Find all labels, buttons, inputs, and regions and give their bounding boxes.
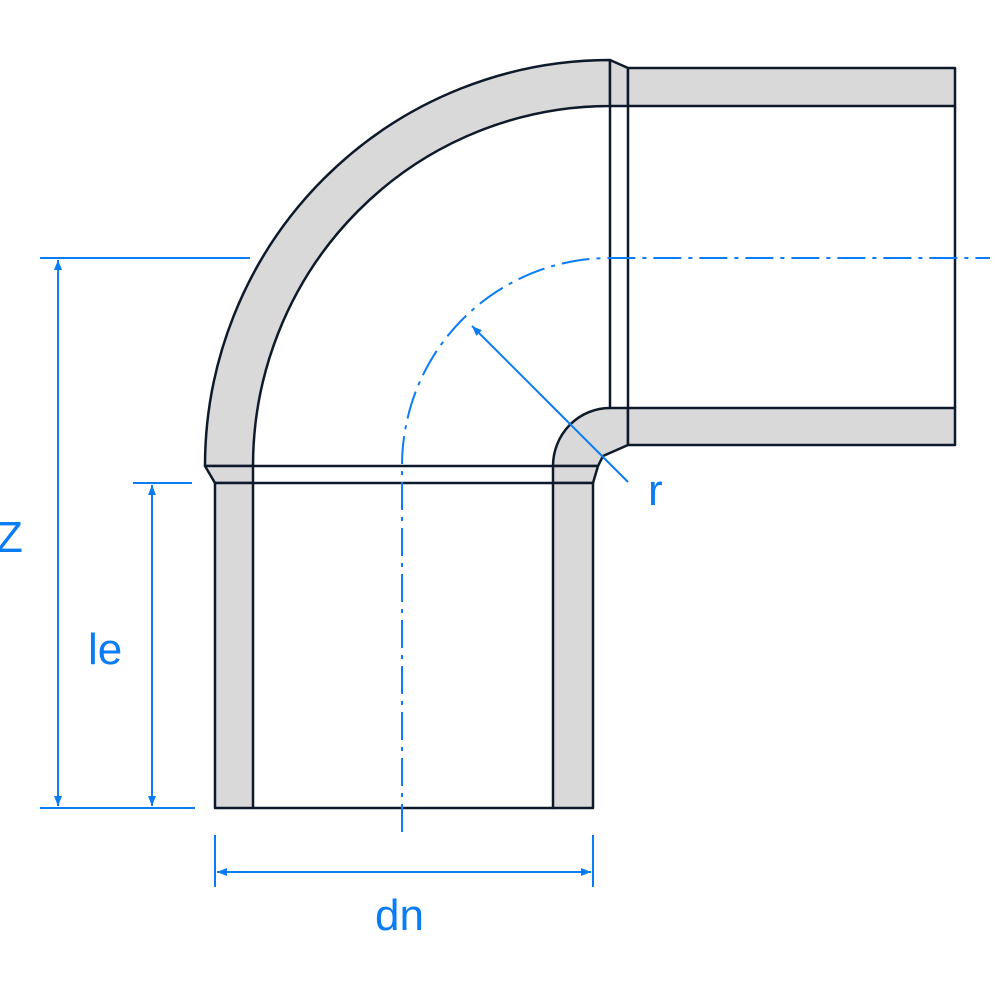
lower-chamfer-right <box>551 464 600 485</box>
lower-socket-right-wall <box>551 481 595 810</box>
centerline <box>401 257 990 832</box>
upper-chamfer-top <box>608 58 630 108</box>
r-leader-line <box>471 325 629 483</box>
le-label: le <box>88 625 122 674</box>
dn-label: dn <box>375 891 424 940</box>
upper-socket-top-wall <box>626 66 957 108</box>
elbow-inner-wall <box>551 406 630 468</box>
upper-socket-bottom-wall <box>626 406 957 447</box>
z-label: Z <box>0 513 23 562</box>
lower-socket-left-wall <box>213 481 255 810</box>
r-label: r <box>648 466 663 515</box>
lower-chamfer-left <box>203 464 255 485</box>
elbow-outer-wall <box>203 58 612 468</box>
